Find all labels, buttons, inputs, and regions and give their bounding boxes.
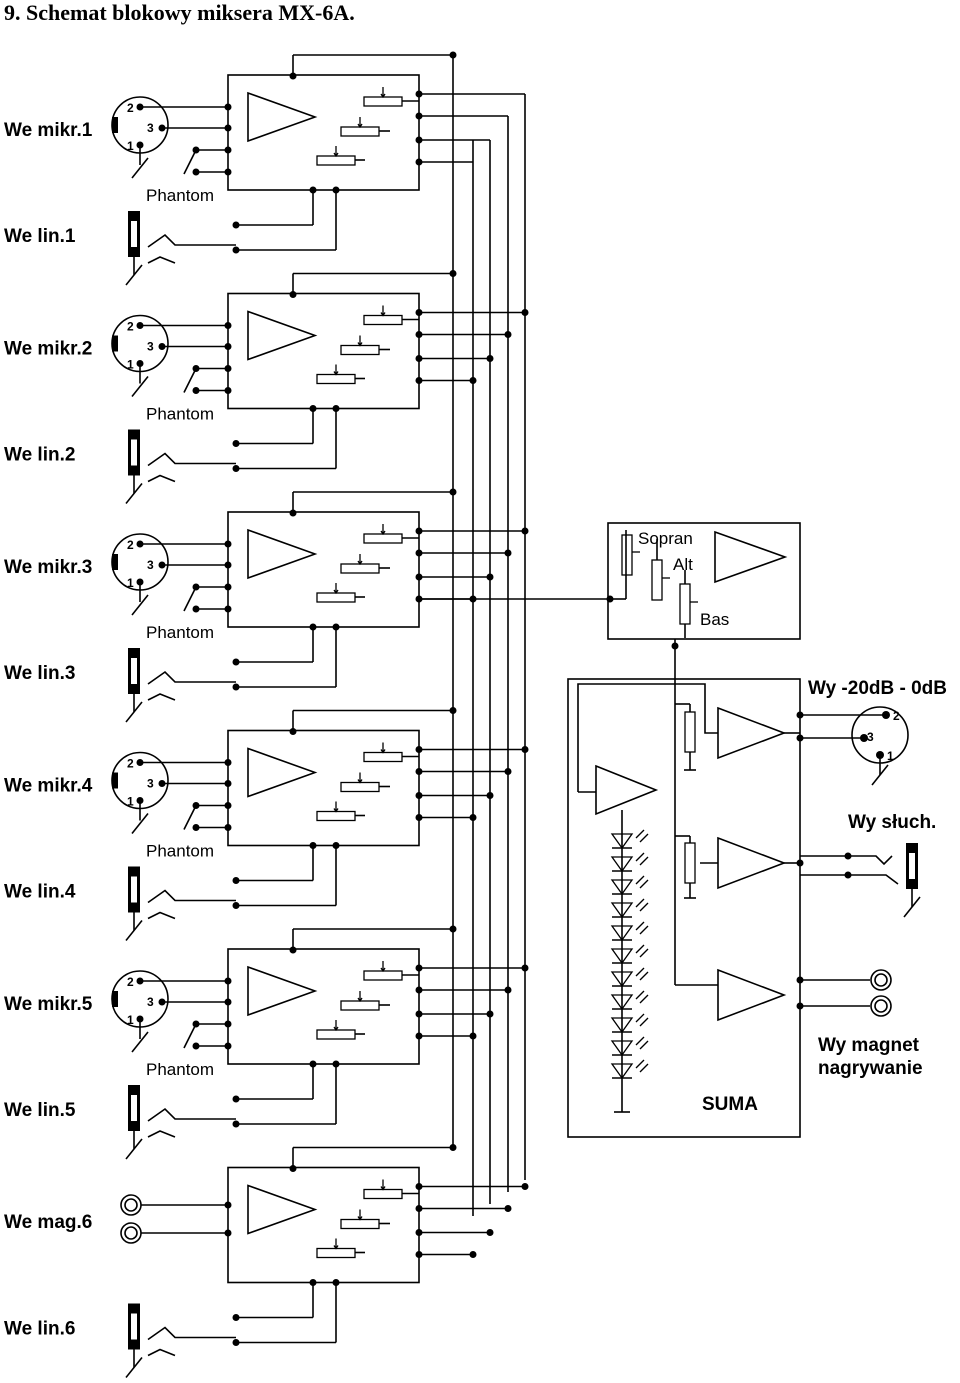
line-input-label-1: We lin.1	[4, 226, 76, 247]
phantom-label-4: Phantom	[146, 842, 214, 861]
phantom-label-5: Phantom	[146, 1060, 214, 1079]
channel-strip-6: We lin.6 We mag.6	[4, 1144, 529, 1378]
phantom-label-2: Phantom	[146, 405, 214, 424]
main-output-label: Wy -20dB - 0dB	[808, 678, 947, 699]
pin-2: 2	[127, 757, 134, 771]
svg-text:2: 2	[893, 709, 900, 723]
pin-1: 1	[127, 358, 134, 372]
line-input-label-2: We lin.2	[4, 445, 75, 466]
line-input-label-4: We lin.4	[4, 882, 76, 903]
suma-label: SUMA	[702, 1094, 758, 1115]
pin-3: 3	[147, 777, 154, 791]
mic-input-label-5: We mikr.5	[4, 994, 93, 1015]
tone-control-block: Sopran Alt Bas	[420, 522, 801, 985]
pin-1: 1	[127, 1013, 134, 1027]
mic-input-label-3: We mikr.3	[4, 557, 92, 578]
phantom-label-1: Phantom	[146, 186, 214, 205]
pin-1: 1	[127, 576, 134, 590]
mag-input-label-6: We mag.6	[4, 1212, 92, 1233]
mic-input-label-4: We mikr.4	[4, 776, 93, 797]
diagram-title: 9. Schemat blokowy miksera MX-6A.	[4, 0, 355, 25]
mic-input-label-2: We mikr.2	[4, 339, 92, 360]
headphone-output-label: Wy słuch.	[848, 812, 936, 833]
line-input-label-5: We lin.5	[4, 1100, 76, 1121]
pin-2: 2	[127, 538, 134, 552]
tape-output-label-2: nagrywanie	[818, 1058, 923, 1079]
line-input-label-6: We lin.6	[4, 1319, 75, 1340]
output-headphones: Wy słuch.	[796, 812, 936, 918]
pin-3: 3	[147, 340, 154, 354]
svg-text:1: 1	[887, 749, 894, 763]
svg-text:3: 3	[867, 730, 874, 744]
bus-lines	[452, 55, 526, 1216]
suma-block: SUMA	[567, 678, 801, 1138]
pin-2: 2	[127, 975, 134, 989]
line-input-label-3: We lin.3	[4, 663, 75, 684]
bas-label: Bas	[700, 610, 729, 629]
alt-label: Alt	[673, 555, 693, 574]
phantom-label-3: Phantom	[146, 623, 214, 642]
pin-3: 3	[147, 121, 154, 135]
output-main: 2 3 1 Wy -20dB - 0dB	[796, 678, 947, 786]
led-meter	[610, 829, 649, 1080]
sopran-label: Sopran	[638, 529, 693, 548]
tape-output-label-1: Wy magnet	[818, 1035, 920, 1056]
output-tape: Wy magnet nagrywanie	[796, 969, 923, 1079]
pin-3: 3	[147, 558, 154, 572]
pin-1: 1	[127, 139, 134, 153]
pin-2: 2	[127, 320, 134, 334]
pin-1: 1	[127, 795, 134, 809]
mic-input-label-1: We mikr.1	[4, 120, 93, 141]
pin-3: 3	[147, 995, 154, 1009]
pin-2: 2	[127, 101, 134, 115]
